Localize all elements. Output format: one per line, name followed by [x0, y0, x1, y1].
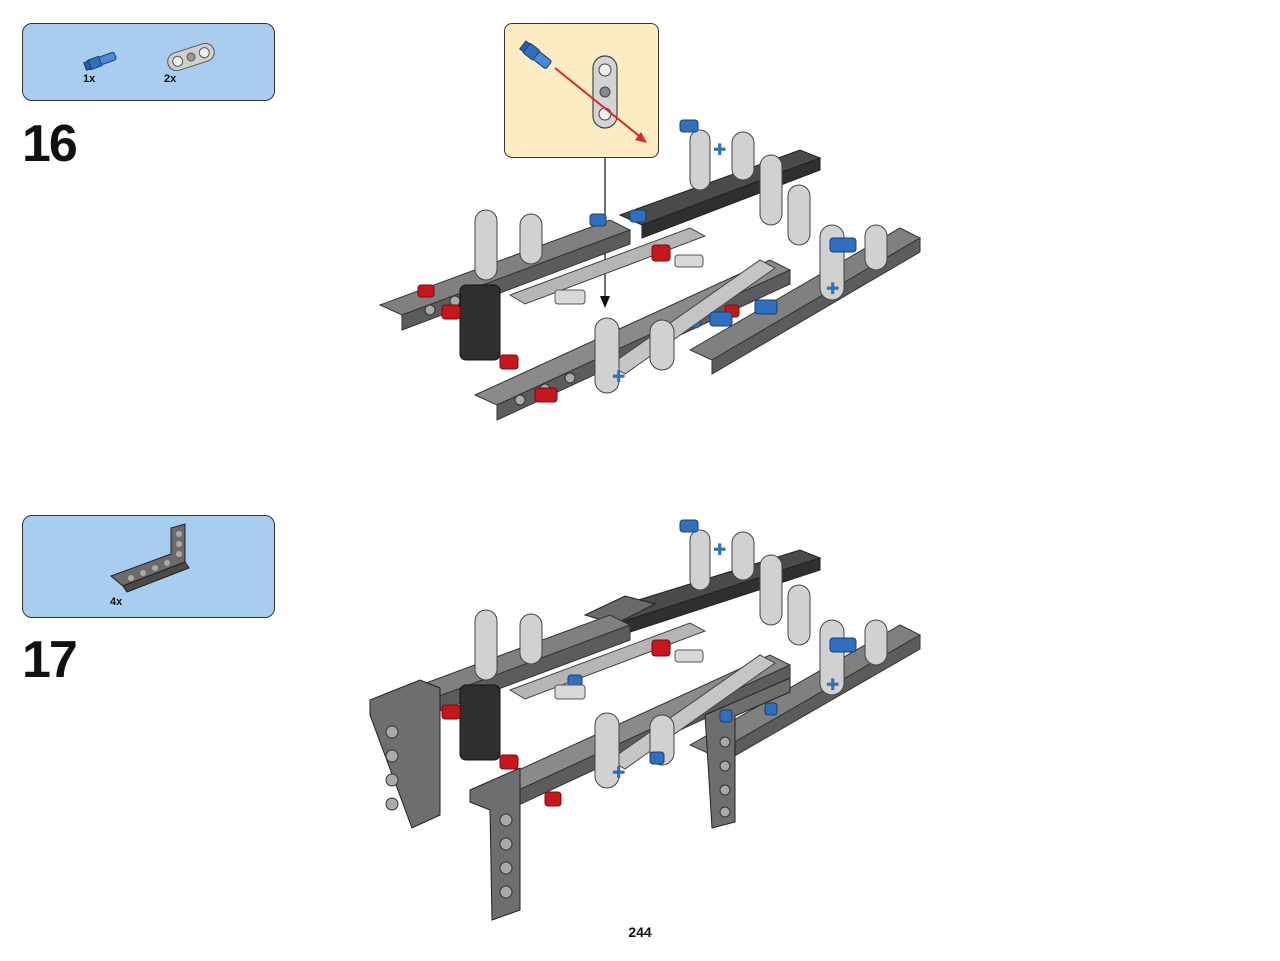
- gray-double-beam-icon: [592, 55, 618, 129]
- page-number: 244: [628, 924, 652, 940]
- step-number: 16: [22, 115, 78, 173]
- chassis-model-step-17: ✚ ✚ ✚: [369, 519, 922, 921]
- svg-text:✚: ✚: [612, 367, 625, 386]
- step-16-parts-box: 1x 2x: [22, 23, 275, 101]
- svg-text:✚: ✚: [612, 763, 625, 782]
- part-qty: 2x: [164, 73, 177, 85]
- step-17-parts-box: 4x: [22, 515, 275, 618]
- chassis-model-step-16: ✚ ✚ ✚: [378, 119, 922, 421]
- sub-assembly-callout: [504, 23, 659, 158]
- svg-text:✚: ✚: [826, 279, 839, 298]
- part-qty: 4x: [110, 596, 123, 608]
- blue-axle-pin-icon: [519, 40, 552, 69]
- insertion-arrow: [554, 67, 647, 143]
- l-shaped-beam-icon: [110, 523, 190, 593]
- svg-text:✚: ✚: [713, 540, 726, 559]
- gray-double-beam-icon: [167, 42, 215, 72]
- svg-text:✚: ✚: [713, 140, 726, 159]
- step-number: 17: [22, 631, 78, 689]
- part-qty: 1x: [83, 73, 96, 85]
- blue-axle-pin-icon: [83, 51, 117, 71]
- svg-text:✚: ✚: [826, 675, 839, 694]
